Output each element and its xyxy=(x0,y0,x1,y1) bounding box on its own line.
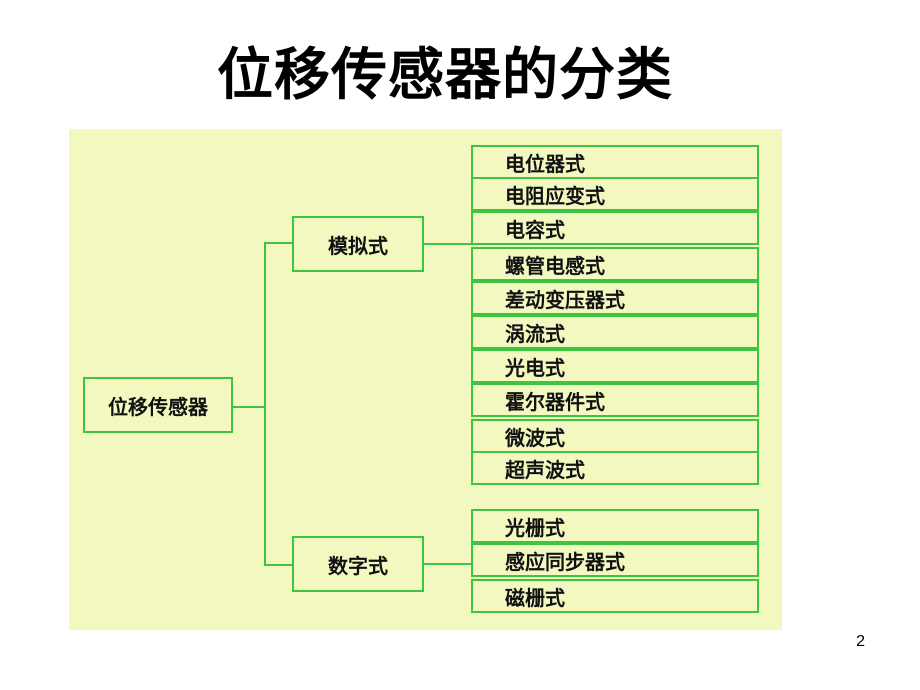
leaf-analog-4: 差动变压器式 xyxy=(471,281,759,315)
connector-to-digital xyxy=(264,564,292,566)
leaf-analog-2: 电容式 xyxy=(471,211,759,245)
leaf-analog-3: 螺管电感式 xyxy=(471,247,759,281)
leaf-analog-1: 电阻应变式 xyxy=(471,177,759,211)
leaf-analog-6: 光电式 xyxy=(471,349,759,383)
connector-trunk xyxy=(264,242,266,566)
leaf-digital-2: 磁栅式 xyxy=(471,579,759,613)
page-number: 2 xyxy=(856,633,865,650)
branch-node-analog: 模拟式 xyxy=(292,216,424,272)
root-node: 位移传感器 xyxy=(83,377,233,433)
connector-analog-to-group xyxy=(424,243,471,245)
leaf-analog-7: 霍尔器件式 xyxy=(471,383,759,417)
connector-to-analog xyxy=(264,242,292,244)
leaf-analog-0: 电位器式 xyxy=(471,145,759,179)
root-node-label: 位移传感器 xyxy=(108,394,208,419)
branch-node-digital-label: 数字式 xyxy=(328,553,388,578)
connector-digital-to-group xyxy=(424,563,471,565)
slide-title: 位移传感器的分类 xyxy=(217,43,673,108)
leaf-analog-5: 涡流式 xyxy=(471,315,759,349)
leaf-analog-9: 超声波式 xyxy=(471,451,759,485)
branch-node-digital: 数字式 xyxy=(292,536,424,592)
leaf-analog-8: 微波式 xyxy=(471,419,759,453)
leaf-digital-1: 感应同步器式 xyxy=(471,543,759,577)
branch-node-analog-label: 模拟式 xyxy=(328,233,388,258)
leaf-digital-0: 光栅式 xyxy=(471,509,759,543)
connector-root-out xyxy=(233,406,265,408)
